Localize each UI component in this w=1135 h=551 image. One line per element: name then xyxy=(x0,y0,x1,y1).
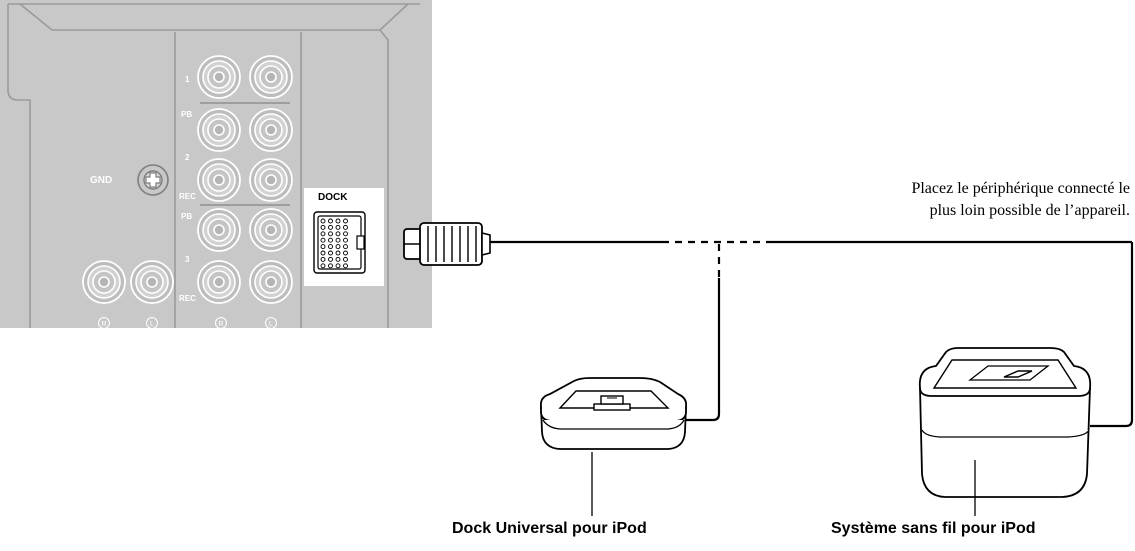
dock-pin xyxy=(343,244,348,250)
panel-right-rim xyxy=(379,29,389,328)
dock-pin xyxy=(335,231,341,237)
row-label: REC xyxy=(179,192,196,201)
dock-pin xyxy=(328,244,333,250)
dock-pin xyxy=(335,237,341,243)
row-label: PB xyxy=(181,110,192,119)
receiver-slot-icon xyxy=(1003,370,1033,378)
channel-mark: R xyxy=(215,317,227,329)
dock-pin xyxy=(320,231,326,237)
rca-jacks xyxy=(82,55,293,304)
dock-pin xyxy=(320,263,326,269)
wireless-system xyxy=(918,347,1092,498)
screw-icon xyxy=(145,172,161,188)
row-label: 1 xyxy=(185,75,190,84)
dock-pin xyxy=(328,256,333,262)
row-label: PB xyxy=(181,212,192,221)
dock-pin xyxy=(335,224,341,230)
dock-pins xyxy=(320,218,348,269)
gnd-terminal[interactable] xyxy=(137,164,169,196)
rca-jack[interactable] xyxy=(249,260,293,304)
dock-pin xyxy=(320,218,326,224)
rca-jack[interactable] xyxy=(249,55,293,99)
row-label: 3 xyxy=(185,255,190,264)
dock-pin xyxy=(335,218,341,224)
svg-text:L: L xyxy=(150,321,154,328)
rca-jack[interactable] xyxy=(130,260,174,304)
dock-pin xyxy=(335,244,341,250)
panel-bevel xyxy=(8,3,420,31)
dock-pin xyxy=(343,250,348,256)
svg-text:R: R xyxy=(218,321,223,328)
channel-mark: L xyxy=(146,317,158,329)
panel-left-rim xyxy=(7,4,31,328)
universal-dock xyxy=(540,377,687,450)
channel-mark: R xyxy=(98,317,110,329)
dock-pin xyxy=(320,237,326,243)
dock-pin xyxy=(343,263,348,269)
rca-jack[interactable] xyxy=(249,108,293,152)
dock-pin xyxy=(328,237,333,243)
rca-jack[interactable] xyxy=(197,260,241,304)
dock-pin xyxy=(320,224,326,230)
row-label: REC xyxy=(179,294,196,303)
dock-pin xyxy=(343,256,348,262)
dock-pin xyxy=(343,224,348,230)
gnd-label: GND xyxy=(90,175,112,186)
svg-text:R: R xyxy=(101,321,106,328)
rca-jack[interactable] xyxy=(197,208,241,252)
dock-pin xyxy=(328,218,333,224)
dock-pin xyxy=(343,218,348,224)
dock-pin xyxy=(335,250,341,256)
caption-wireless-system: Système sans fil pour iPod xyxy=(831,520,1036,537)
svg-text:L: L xyxy=(269,321,273,328)
dock-port[interactable] xyxy=(313,211,366,274)
placement-note: Placez le périphérique connecté le plus … xyxy=(911,178,1130,222)
dock-pin xyxy=(335,263,341,269)
rca-jack[interactable] xyxy=(249,208,293,252)
rca-jack[interactable] xyxy=(197,158,241,202)
rca-jack[interactable] xyxy=(82,260,126,304)
dock-pin xyxy=(343,237,348,243)
dock-pin xyxy=(320,250,326,256)
rca-jack[interactable] xyxy=(197,55,241,99)
dock-pin xyxy=(328,263,333,269)
dock-pin xyxy=(343,231,348,237)
placement-note-line: Placez le périphérique connecté le xyxy=(911,180,1130,197)
dock-pin xyxy=(328,250,333,256)
dock-label: DOCK xyxy=(318,192,348,203)
dock-pin xyxy=(328,224,333,230)
dock-cable-plug[interactable] xyxy=(403,222,491,266)
row-label: 2 xyxy=(185,153,190,162)
cable xyxy=(490,240,1134,428)
channel-mark: L xyxy=(265,317,277,329)
rear-panel: 1 PB 2 REC PB 3 REC GND R L R L xyxy=(0,0,432,329)
rca-jack[interactable] xyxy=(197,108,241,152)
caption-universal-dock: Dock Universal pour iPod xyxy=(452,520,647,537)
dock-pin xyxy=(320,256,326,262)
placement-note-line: plus loin possible de l’appareil. xyxy=(929,202,1130,219)
dock-pin xyxy=(335,256,341,262)
dock-connector-icon xyxy=(593,403,631,411)
dock-pin xyxy=(328,231,333,237)
rca-jack[interactable] xyxy=(249,158,293,202)
dock-pin xyxy=(320,244,326,250)
